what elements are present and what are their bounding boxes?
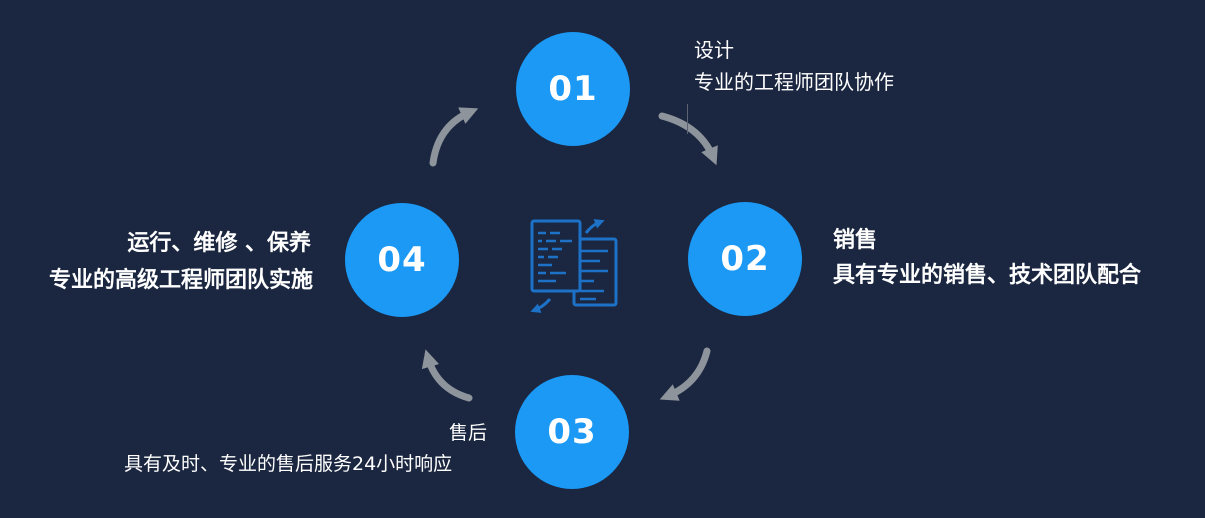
step-desc-02: 具有专业的销售、技术团队配合 (833, 263, 1142, 288)
step-desc-03: 具有及时、专业的售后服务24小时响应 (124, 453, 453, 475)
icon-arrow-down-left (530, 298, 552, 313)
step-circle-01: 01 (516, 32, 630, 146)
step-title-03: 售后 (449, 422, 488, 444)
step-title-02: 销售 (833, 228, 878, 253)
step-desc-01: 专业的工程师团队协作 (694, 70, 894, 94)
step-title-01: 设计 (694, 38, 734, 62)
step-circle-04: 04 (345, 203, 459, 317)
arrow-step3-to-step4 (421, 349, 473, 402)
divider-tick (687, 104, 688, 134)
arrow-step2-to-step3 (659, 347, 711, 401)
step-number-01: 01 (548, 69, 598, 109)
step-title-04: 运行、维修 、保养 (127, 231, 311, 256)
step-circle-02: 02 (688, 202, 802, 316)
step-desc-04: 专业的高级工程师团队实施 (48, 268, 313, 293)
step-number-03: 03 (547, 412, 597, 452)
documents-sync-icon (530, 219, 618, 313)
step-circle-03: 03 (515, 375, 629, 489)
step-number-02: 02 (720, 239, 770, 279)
icon-arrow-up-right (584, 219, 605, 234)
arrow-step4-to-step1 (429, 107, 479, 167)
step-number-04: 04 (377, 240, 427, 280)
